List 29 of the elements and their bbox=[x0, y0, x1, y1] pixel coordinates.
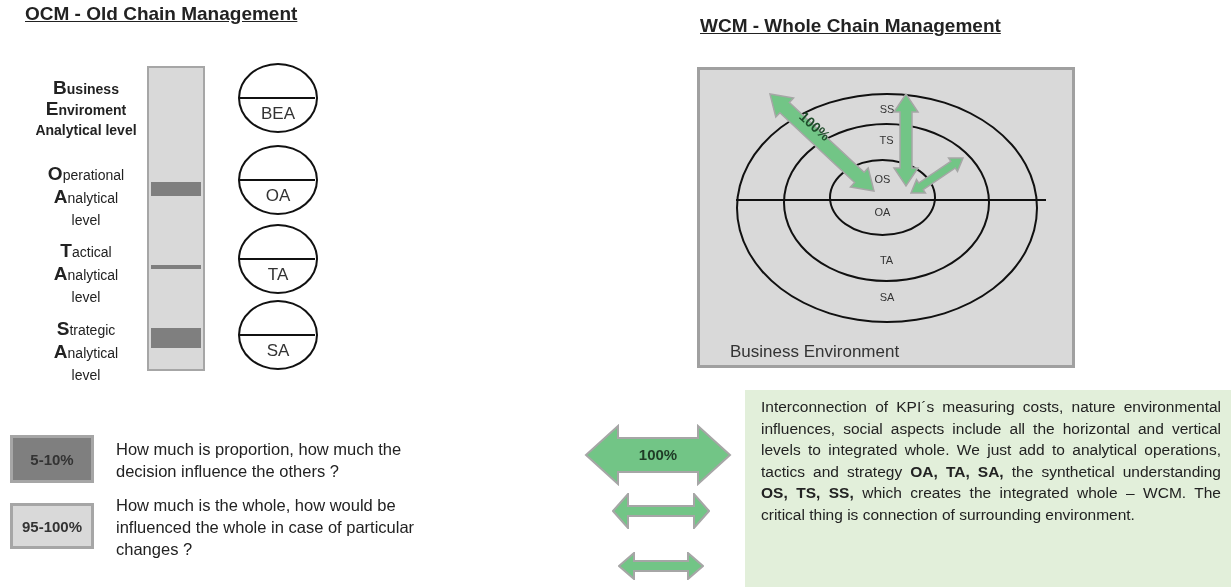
ring-label: TS bbox=[879, 134, 894, 146]
double-arrow bbox=[584, 424, 732, 486]
level-circle bbox=[238, 300, 318, 370]
ring-label: OS bbox=[874, 173, 891, 185]
ring-label: TA bbox=[879, 254, 894, 266]
level-label: Business Enviroment Analytical level bbox=[34, 78, 138, 140]
level-label: Strategic Analytical level bbox=[52, 318, 120, 385]
arrow-label: 100% bbox=[638, 446, 678, 463]
question-text: How much is proportion, how much the decision influence the others ? bbox=[116, 439, 403, 482]
panel-label: Business Environment bbox=[730, 342, 900, 362]
circle-label: BEA bbox=[261, 104, 295, 124]
level-label: Tactical Analytical level bbox=[52, 240, 120, 307]
circle-label: TA bbox=[267, 265, 289, 285]
section-heading: WCM - Whole Chain Management bbox=[700, 15, 1001, 37]
section-heading: OCM - Old Chain Management bbox=[25, 3, 298, 25]
circle-label: SA bbox=[266, 341, 290, 361]
percentage-box: 95-100% bbox=[10, 503, 94, 549]
level-circle bbox=[238, 145, 318, 215]
ring-label: SA bbox=[879, 291, 895, 303]
note-text: Interconnection of KPI´s measuring costs, nature environmental influences, social aspects include all the horizontal and vertical levels to integrated whole. We just add to analytical operations, tactics and strategy OA, TA, SA, the synthetical understanding OS, TS, SS, which creates the integrated whole – WCM. The critical thing is connection of surrounding environment. bbox=[761, 397, 1221, 525]
note-panel bbox=[745, 390, 1231, 587]
ring-label: SS bbox=[879, 103, 895, 115]
level-circle bbox=[238, 224, 318, 294]
environment-panel bbox=[697, 67, 1075, 368]
level-circle bbox=[238, 63, 318, 133]
percentage-box: 5-10% bbox=[10, 435, 94, 483]
ring-label: OA bbox=[874, 206, 891, 218]
circle-label: OA bbox=[265, 186, 291, 206]
question-text: How much is the whole, how would be influenced the whole in case of particular changes ? bbox=[116, 495, 416, 560]
